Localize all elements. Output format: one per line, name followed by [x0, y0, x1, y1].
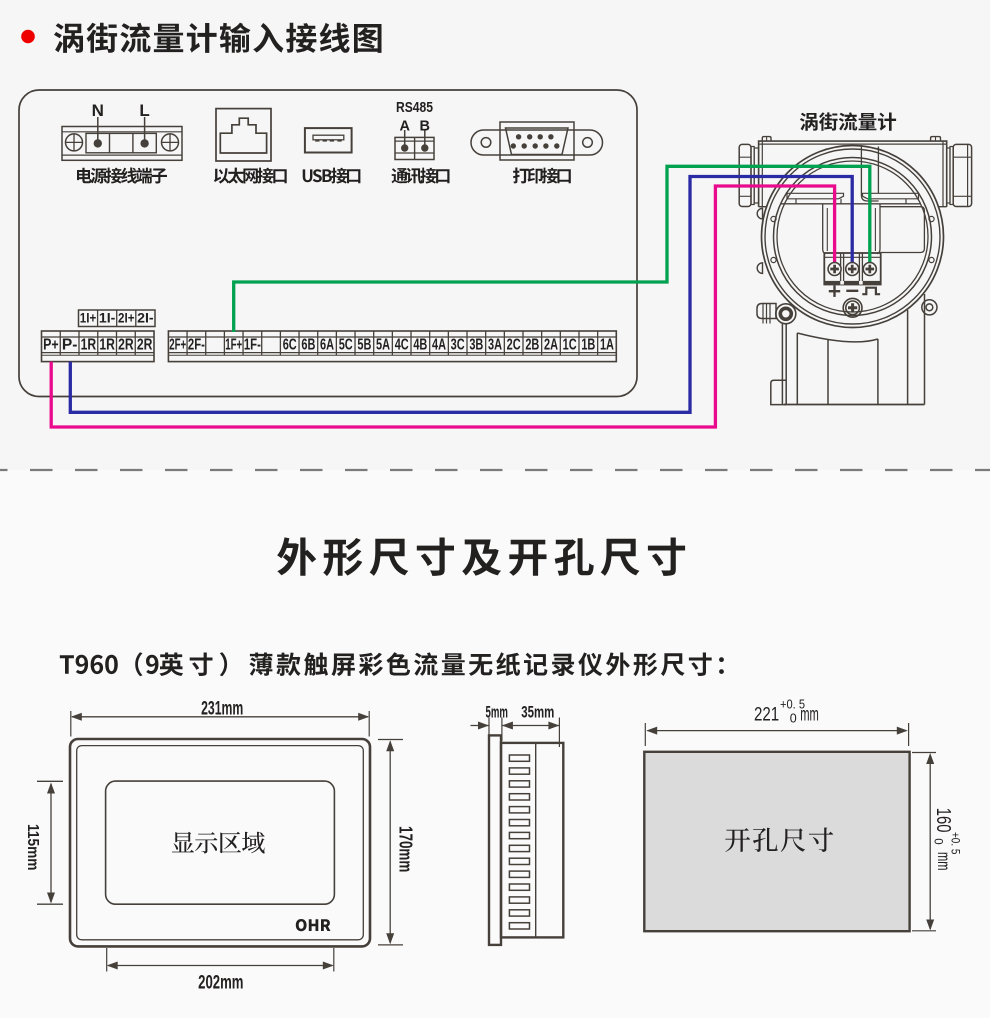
svg-text:2I+: 2I+	[118, 311, 135, 326]
svg-text:2R: 2R	[118, 337, 134, 354]
svg-text:2F+: 2F+	[169, 337, 186, 354]
svg-text:202mm: 202mm	[198, 973, 243, 994]
svg-text:6B: 6B	[301, 337, 315, 354]
svg-text:1R: 1R	[81, 337, 97, 354]
svg-text:160: 160	[932, 808, 954, 833]
svg-text:221: 221	[754, 705, 779, 726]
svg-text:1I+: 1I+	[80, 311, 97, 326]
svg-text:mm: mm	[800, 705, 819, 726]
svg-text:mm: mm	[934, 852, 954, 871]
svg-text:4B: 4B	[413, 337, 427, 354]
svg-text:231mm: 231mm	[201, 698, 243, 719]
svg-text:2B: 2B	[525, 337, 539, 354]
svg-text:B: B	[420, 118, 430, 134]
svg-text:4C: 4C	[395, 337, 409, 354]
svg-text:35mm: 35mm	[521, 703, 554, 722]
svg-text:3A: 3A	[488, 337, 502, 354]
svg-text:5C: 5C	[339, 337, 353, 354]
svg-text:A: A	[399, 118, 410, 134]
svg-text:2R: 2R	[137, 337, 153, 354]
svg-text:RS485: RS485	[396, 99, 433, 116]
svg-text:1C: 1C	[563, 337, 577, 354]
svg-text:5A: 5A	[376, 337, 390, 354]
svg-text:115mm: 115mm	[24, 824, 41, 871]
svg-text:1F-: 1F-	[244, 337, 261, 354]
svg-text:2C: 2C	[507, 337, 521, 354]
svg-text:3B: 3B	[469, 337, 483, 354]
svg-text:L: L	[139, 101, 149, 120]
svg-text:0: 0	[790, 711, 797, 725]
svg-text:2F-: 2F-	[188, 337, 205, 354]
svg-text:1R: 1R	[99, 337, 115, 354]
svg-text:5mm: 5mm	[486, 703, 508, 722]
svg-text:5B: 5B	[357, 337, 371, 354]
svg-text:6A: 6A	[320, 337, 334, 354]
svg-text:1A: 1A	[600, 337, 614, 354]
svg-text:1I-: 1I-	[99, 311, 116, 326]
svg-text:6C: 6C	[283, 337, 297, 354]
svg-text:1B: 1B	[581, 337, 595, 354]
svg-text:4A: 4A	[432, 337, 446, 354]
svg-text:+0. 5: +0. 5	[780, 698, 805, 712]
svg-text:3C: 3C	[451, 337, 465, 354]
svg-text:2I-: 2I-	[137, 311, 154, 326]
svg-text:1F+: 1F+	[225, 337, 242, 354]
svg-text:170mm: 170mm	[395, 826, 415, 872]
svg-text:P+: P+	[43, 337, 59, 354]
svg-text:P-: P-	[62, 337, 78, 354]
svg-text:N: N	[92, 101, 104, 120]
svg-text:0: 0	[931, 838, 943, 844]
svg-text:2A: 2A	[544, 337, 558, 354]
svg-text:+0. 5: +0. 5	[949, 832, 961, 854]
